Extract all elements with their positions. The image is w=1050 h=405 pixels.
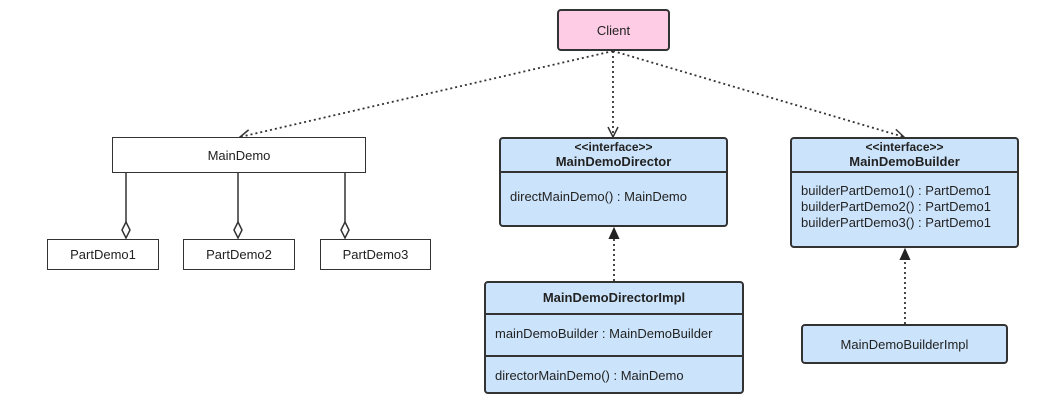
maindemo-director-impl-class[interactable]: MainDemoDirectorImpl mainDemoBuilder : M… — [484, 281, 744, 394]
builder-method-1: builderPartDemo1() : PartDemo1 — [801, 183, 992, 198]
director-impl-method: directorMainDemo() : MainDemo — [495, 368, 684, 383]
partdemo3-class[interactable]: PartDemo3 — [320, 239, 431, 270]
builder-header: <<interface>> MainDemoBuilder — [792, 139, 1017, 171]
director-impl-fields: mainDemoBuilder : MainDemoBuilder — [486, 313, 742, 355]
builder-impl-label: MainDemoBuilderImpl — [840, 336, 969, 352]
builder-method-2: builderPartDemo2() : PartDemo1 — [801, 199, 992, 214]
partdemo2-class[interactable]: PartDemo2 — [183, 239, 295, 270]
maindemo-class[interactable]: MainDemo — [112, 137, 366, 173]
aggregation-maindemo-partdemo2 — [233, 172, 243, 240]
partdemo1-class[interactable]: PartDemo1 — [47, 239, 159, 270]
director-method: directMainDemo() : MainDemo — [510, 189, 687, 204]
partdemo3-label: PartDemo3 — [342, 247, 409, 262]
builder-stereotype: <<interface>> — [865, 140, 944, 154]
director-impl-methods: directorMainDemo() : MainDemo — [486, 355, 742, 392]
builder-methods: builderPartDemo1() : PartDemo1 builderPa… — [792, 171, 1017, 246]
maindemo-builder-interface[interactable]: <<interface>> MainDemoBuilder builderPar… — [790, 137, 1019, 248]
director-stereotype: <<interface>> — [574, 140, 653, 154]
maindemo-label: MainDemo — [207, 147, 271, 163]
client-to-builder-dependency — [612, 50, 904, 137]
maindemo-director-interface[interactable]: <<interface>> MainDemoDirector directMai… — [499, 137, 728, 227]
client-label: Client — [596, 22, 631, 38]
client-node[interactable]: Client — [557, 9, 670, 51]
builder-method-3: builderPartDemo3() : PartDemo1 — [801, 215, 992, 230]
director-methods: directMainDemo() : MainDemo — [501, 171, 726, 225]
aggregation-maindemo-partdemo3 — [340, 172, 350, 240]
director-impl-name: MainDemoDirectorImpl — [542, 290, 686, 305]
aggregation-maindemo-partdemo1 — [121, 172, 131, 240]
builder-name: MainDemoBuilder — [849, 154, 960, 169]
director-header: <<interface>> MainDemoDirector — [501, 139, 726, 171]
maindemo-builder-impl-class[interactable]: MainDemoBuilderImpl — [801, 324, 1008, 364]
director-name: MainDemoDirector — [555, 154, 672, 169]
director-impl-field: mainDemoBuilder : MainDemoBuilder — [495, 326, 713, 341]
partdemo2-label: PartDemo2 — [206, 247, 272, 262]
client-to-maindemo-dependency — [240, 50, 614, 137]
partdemo1-label: PartDemo1 — [70, 247, 136, 262]
